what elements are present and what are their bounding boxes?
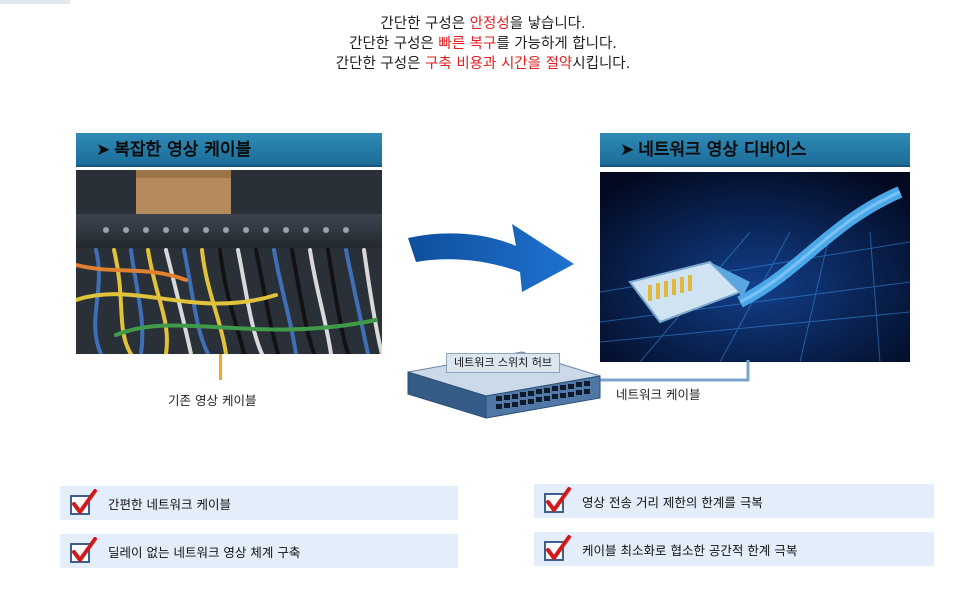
- arrow-icon: ➤: [96, 140, 111, 160]
- checkbox-check-icon: [544, 535, 571, 561]
- feature-text: 영상 전송 거리 제한의 한계를 극복: [582, 494, 763, 510]
- arrow-icon: ➤: [620, 140, 635, 160]
- checkbox-check-icon: [70, 537, 97, 563]
- network-cable-image: [600, 172, 910, 362]
- feature-item: 영상 전송 거리 제한의 한계를 극복: [534, 484, 934, 518]
- connector-line-icon: [219, 354, 222, 380]
- feature-item: 간편한 네트워크 케이블: [60, 486, 458, 520]
- highlight-text: 구축 비용과 시간을 절약: [425, 56, 573, 72]
- headline: 간단한 구성은 안정성을 낳습니다. 간단한 구성은 빠른 복구를 가능하게 합…: [0, 14, 966, 74]
- switch-hub-label: 네트워크 스위치 허브: [446, 353, 560, 373]
- corner-decoration: [0, 0, 70, 4]
- left-panel-title: ➤복잡한 영상 케이블: [76, 133, 382, 167]
- tangled-cables-image: [76, 170, 382, 354]
- flow-arrow-icon: [408, 224, 574, 292]
- network-cable-caption: 네트워크 케이블: [616, 387, 701, 402]
- cable-photo: [76, 170, 382, 354]
- highlight-text: 빠른 복구: [438, 36, 497, 52]
- legacy-cable-caption: 기존 영상 케이블: [168, 393, 257, 408]
- feature-item: 케이블 최소화로 협소한 공간적 한계 극복: [534, 532, 934, 566]
- checkbox-check-icon: [70, 489, 97, 515]
- right-panel-title: ➤네트워크 영상 디바이스: [600, 133, 910, 167]
- feature-text: 케이블 최소화로 협소한 공간적 한계 극복: [582, 542, 798, 558]
- feature-item: 딜레이 없는 네트워크 영상 체계 구축: [60, 534, 458, 568]
- checkbox-check-icon: [544, 487, 571, 513]
- headline-line-3: 간단한 구성은 구축 비용과 시간을 절약시킵니다.: [335, 56, 631, 72]
- network-cable-line: [580, 360, 750, 382]
- headline-line-1: 간단한 구성은 안정성을 낳습니다.: [380, 16, 586, 32]
- feature-text: 간편한 네트워크 케이블: [108, 496, 231, 512]
- highlight-text: 안정성: [469, 16, 510, 32]
- feature-text: 딜레이 없는 네트워크 영상 체계 구축: [108, 544, 301, 560]
- network-device-photo: [600, 172, 910, 362]
- headline-line-2: 간단한 구성은 빠른 복구를 가능하게 합니다.: [349, 36, 617, 52]
